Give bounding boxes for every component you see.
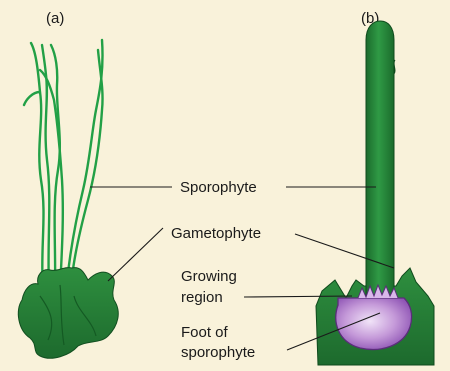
- panel-a-sporophytes: [24, 40, 103, 290]
- label-gametophyte: Gametophyte: [171, 225, 261, 242]
- leader-lines: [90, 187, 394, 350]
- panel-a-plant: [18, 40, 118, 358]
- label-growing-region-line2: region: [181, 289, 223, 306]
- panel-a-gametophyte: [18, 268, 118, 359]
- label-sporophyte: Sporophyte: [180, 179, 257, 196]
- label-growing-region-line1: Growing: [181, 268, 237, 285]
- label-foot-line1: Foot of: [181, 324, 229, 341]
- panel-b-plant: [316, 21, 434, 365]
- label-foot-line2: sporophyte: [181, 344, 255, 361]
- panel-label-a: (a): [46, 10, 64, 27]
